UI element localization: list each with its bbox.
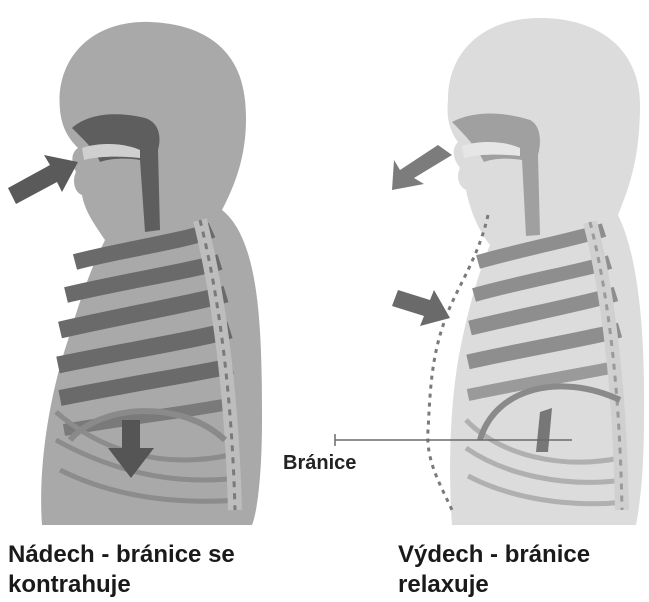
exhale-caption-line1: Výdech - bránice: [398, 540, 648, 570]
exhale-caption-line2: relaxuje: [398, 570, 648, 600]
exhale-air-arrow: [392, 145, 452, 190]
inhale-caption: Nádech - bránice se kontrahuje: [8, 540, 328, 600]
exhale-chest-arrow: [392, 290, 450, 326]
inhale-caption-line1: Nádech - bránice se: [8, 540, 328, 570]
exhale-figure: [392, 18, 644, 525]
inhale-figure: [8, 22, 262, 525]
exhale-caption: Výdech - bránice relaxuje: [398, 540, 648, 600]
diaphragm-label: Bránice: [283, 452, 356, 475]
inhale-caption-line2: kontrahuje: [8, 570, 328, 600]
inhale-air-arrow: [8, 155, 78, 204]
